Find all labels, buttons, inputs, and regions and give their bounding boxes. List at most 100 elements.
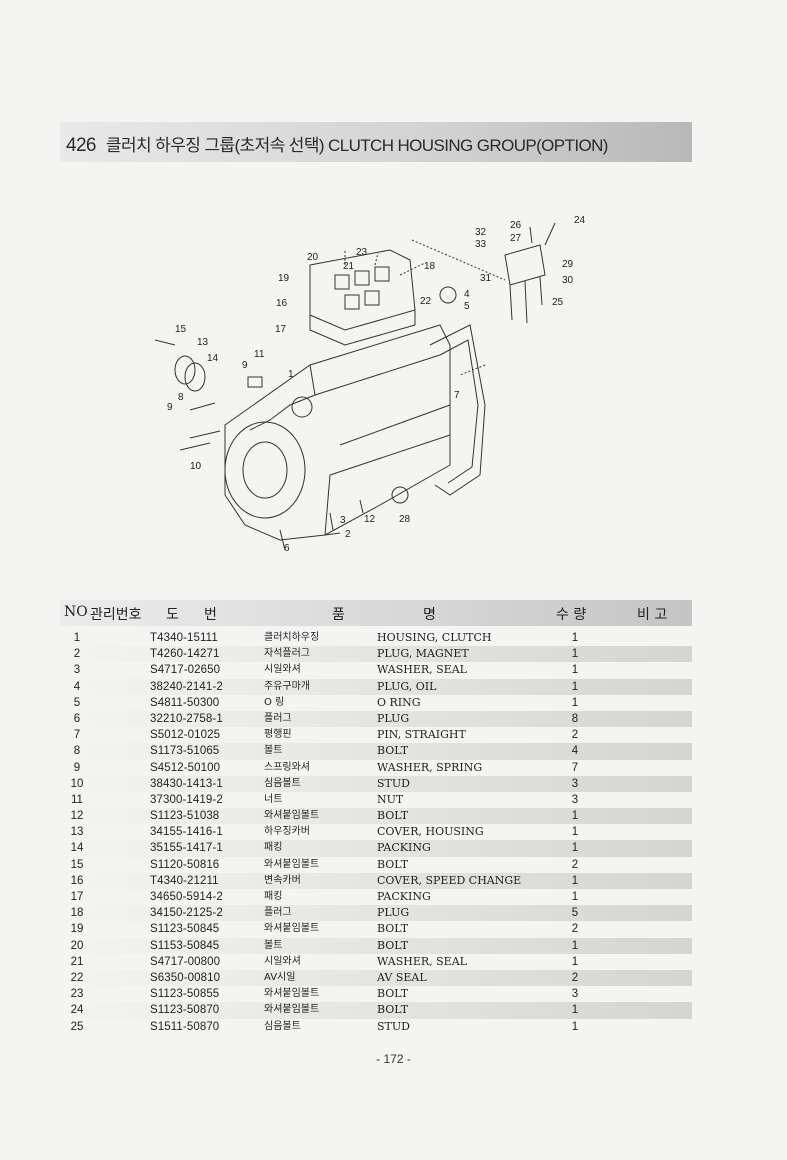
part-name-english: PLUG, OIL (377, 679, 437, 693)
part-name-korean: 하우징카버 (264, 826, 310, 838)
part-name-english: WASHER, SPRING (377, 760, 483, 774)
av-seal-28 (391, 486, 409, 504)
part-name-english: O RING (377, 695, 421, 709)
part-name-korean: 와셔붙임볼트 (264, 858, 320, 870)
row-number: 21 (70, 955, 84, 968)
row-number: 13 (70, 826, 84, 839)
cover-plug (344, 294, 360, 310)
callout-label: 32 (475, 227, 487, 238)
rear-gasket (429, 324, 486, 496)
part-name-english: AV SEAL (377, 970, 427, 984)
side-bolts (179, 402, 221, 451)
part-number: S1173-51065 (150, 745, 220, 758)
speed-change-cover-side (309, 310, 416, 346)
part-number: S4717-02650 (150, 664, 221, 677)
part-name-korean: 와셔붙임볼트 (264, 923, 320, 935)
quantity: 1 (571, 955, 579, 968)
part-number: S4512-50100 (150, 761, 221, 774)
quantity: 5 (571, 907, 579, 920)
row-number: 4 (73, 680, 81, 693)
callout-label: 15 (175, 324, 187, 335)
housing-ribs (314, 354, 451, 536)
callout-labels: 24 26 32 27 33 29 30 31 25 23 20 21 18 1… (167, 215, 586, 554)
cover-plug (364, 290, 380, 306)
part-name-korean: 심음볼트 (264, 777, 301, 789)
part-number: 38240-2141-2 (150, 680, 223, 693)
quantity: 3 (571, 793, 579, 806)
callout-label: 24 (574, 215, 586, 226)
part-name-korean: 플러그 (264, 907, 292, 919)
part-name-english: PLUG, MAGNET (377, 647, 469, 661)
quantity: 1 (571, 680, 579, 693)
part-name-english: BOLT (377, 922, 409, 936)
quantity: 2 (571, 858, 579, 871)
leader-lines (344, 239, 506, 376)
part-name-english: PLUG (377, 906, 410, 920)
part-number: 37300-1419-2 (150, 793, 223, 806)
header-remark: 비 고 (637, 607, 668, 623)
callout-label: 10 (190, 461, 202, 472)
callout-label: 33 (475, 239, 487, 250)
part-name-english: PACKING (377, 841, 431, 855)
part-name-english: NUT (377, 792, 404, 806)
part-number: T4340-15111 (150, 632, 218, 644)
header-no: NO (64, 604, 88, 620)
part-name-korean: 와셔붙임볼트 (264, 1004, 320, 1016)
bearing-bore (291, 396, 313, 418)
header-name-1: 품 (332, 607, 345, 623)
callout-label: 29 (562, 259, 574, 270)
quantity: 1 (571, 810, 579, 823)
bolt-26 (529, 226, 533, 244)
quantity: 3 (571, 777, 579, 790)
part-number: 35155-1417-1 (150, 842, 223, 855)
part-number: S4811-50300 (150, 696, 220, 709)
callout-label: 5 (464, 301, 470, 312)
part-number: S1153-50845 (150, 939, 220, 952)
part-name-english: BOLT (377, 809, 409, 823)
nut-stud (247, 376, 263, 388)
part-name-korean: 패킹 (264, 842, 283, 854)
housing-edge (249, 364, 316, 431)
callout-label: 9 (167, 402, 173, 413)
part-name-english: COVER, SPEED CHANGE (377, 873, 522, 887)
packing-ring (184, 362, 206, 392)
part-name-english: BOLT (377, 744, 409, 758)
quantity: 1 (571, 1020, 579, 1033)
part-name-korean: 변속카버 (264, 874, 301, 886)
part-name-english: BOLT (377, 938, 409, 952)
quantity: 1 (571, 664, 579, 677)
cover-plug (354, 270, 370, 286)
part-name-korean: 시일와셔 (264, 955, 301, 967)
part-number: 34155-1416-1 (150, 826, 223, 839)
quantity: 2 (571, 971, 579, 984)
callout-label: 31 (480, 273, 492, 284)
callout-label: 17 (275, 324, 287, 335)
table-header: NO 관리번호 도 번 품 명 수 량 비 고 (60, 600, 692, 626)
header-qty: 수 량 (556, 607, 587, 623)
callout-label: 2 (345, 529, 351, 540)
housing-cover-studs (509, 276, 543, 324)
callout-label: 13 (197, 337, 209, 348)
header-mgmt-number: 관리번호 (90, 607, 142, 623)
part-number: 34650-5914-2 (150, 891, 223, 903)
part-number: S1120-50816 (150, 858, 220, 871)
row-number: 1 (73, 632, 81, 644)
quantity: 7 (571, 761, 579, 774)
quantity: 3 (571, 988, 579, 1001)
part-name-english: BOLT (377, 857, 409, 871)
callout-label: 3 (340, 515, 346, 526)
rear-gasket-inner (439, 339, 479, 484)
